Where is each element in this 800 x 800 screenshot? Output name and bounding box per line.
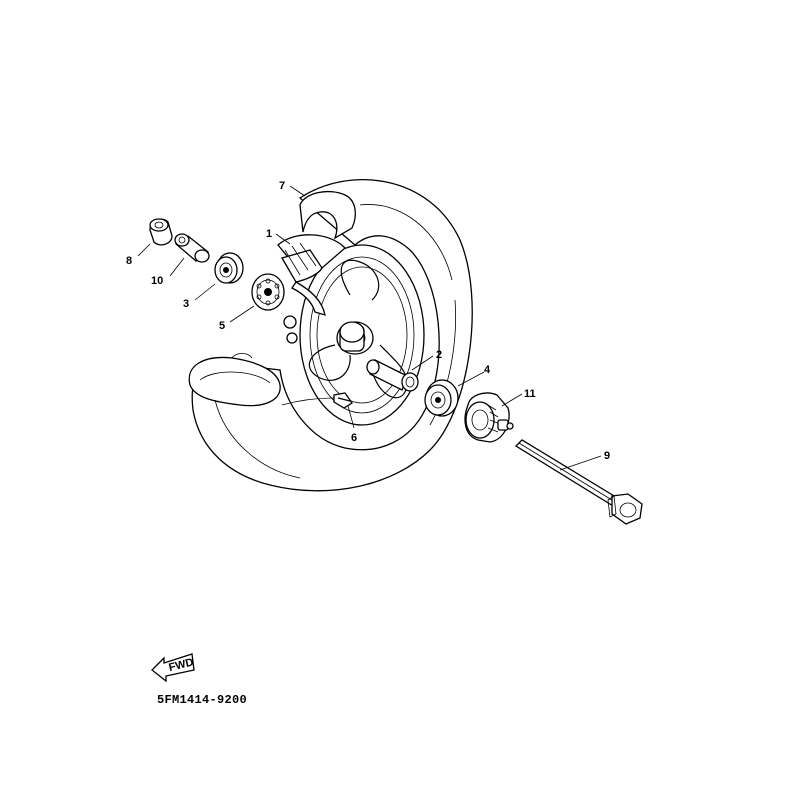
tube xyxy=(277,234,346,316)
callout-6: 6 xyxy=(351,432,357,444)
gear-unit xyxy=(464,392,514,443)
wheel-axle xyxy=(514,439,643,525)
callout-9: 9 xyxy=(604,450,610,462)
callout-2: 2 xyxy=(436,349,442,361)
bearing-inner xyxy=(251,273,285,311)
fwd-arrow-icon: FWD xyxy=(151,653,195,683)
callout-4: 4 xyxy=(484,364,491,376)
callout-3: 3 xyxy=(183,298,189,310)
bearing-left xyxy=(214,252,244,284)
collar xyxy=(149,218,173,246)
tire xyxy=(188,179,473,492)
fwd-label: FWD xyxy=(168,656,195,674)
diagram-code: 5FM1414-9200 xyxy=(157,693,248,707)
callout-7: 7 xyxy=(279,180,285,192)
callout-1: 1 xyxy=(266,228,272,240)
callout-11: 11 xyxy=(524,388,536,400)
axle-spacer xyxy=(366,359,419,392)
callout-5: 5 xyxy=(219,320,225,332)
callout-8: 8 xyxy=(126,255,132,267)
callout-numbers: 7 1 8 10 3 5 2 4 11 6 9 xyxy=(126,180,610,462)
spacer xyxy=(174,233,210,263)
valve xyxy=(281,392,353,409)
leader-lines xyxy=(137,185,602,471)
bearing-right xyxy=(424,379,459,417)
callout-10: 10 xyxy=(151,275,163,287)
